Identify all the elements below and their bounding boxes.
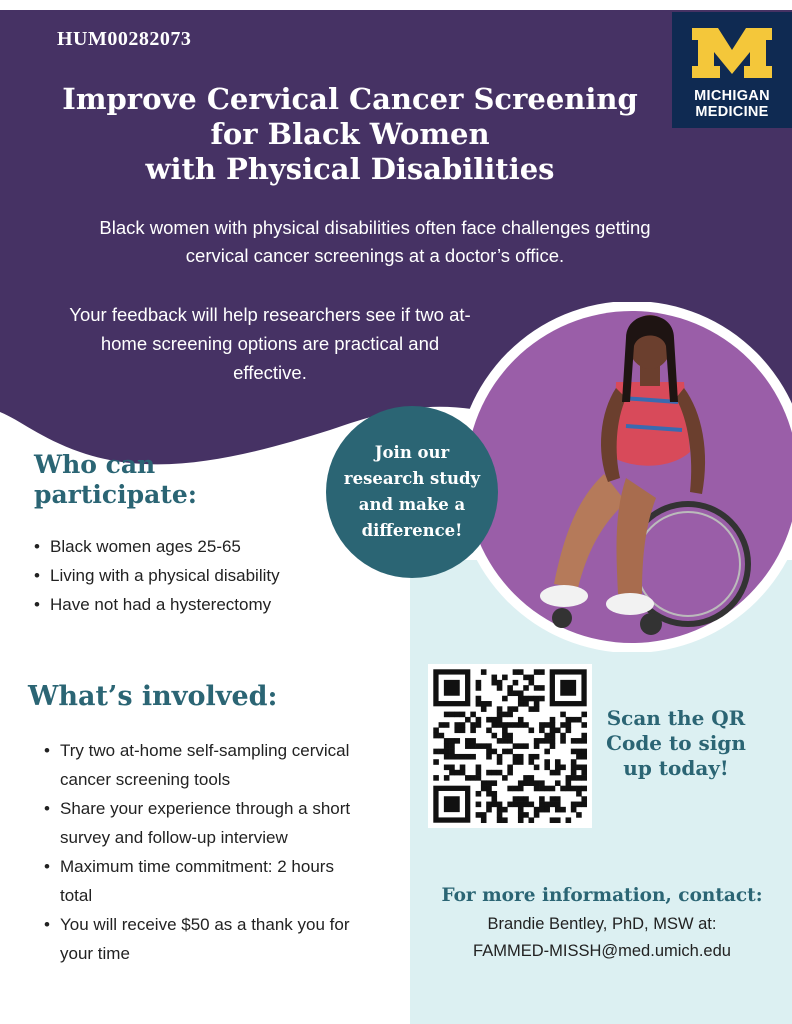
logo-line2: MEDICINE [695,104,769,120]
page-title: Improve Cervical Cancer Screening for Bl… [40,82,660,187]
whats-involved-heading: What’s involved: [28,681,278,712]
list-item: Living with a physical disability [34,561,364,590]
logo-line1: MICHIGAN [694,88,770,104]
contact-email-link[interactable]: FAMMED-MISSH@med.umich.edu [473,942,731,960]
title-line-2: for Black Women [210,117,490,151]
intro-text: Black women with physical disabilities o… [99,217,651,266]
title-line-1: Improve Cervical Cancer Screening [62,82,638,116]
list-item: Black women ages 25-65 [34,532,364,561]
qr-code[interactable] [428,664,592,828]
contact-name: Brandie Bentley, PhD, MSW at: [487,915,717,933]
woman-in-wheelchair-photo [466,302,792,652]
list-item: Share your experience through a short su… [44,794,364,852]
join-study-callout: Join our research study and make a diffe… [326,406,498,578]
scan-qr-text: Scan the QR Code to sign up today! [606,706,746,780]
michigan-medicine-logo: MICHIGAN MEDICINE [672,12,792,128]
list-item: Have not had a hysterectomy [34,590,364,619]
contact-heading: For more information, contact: [441,885,763,906]
list-item: Maximum time commitment: 2 hours total [44,852,364,910]
who-can-participate-heading: Who can participate: [34,450,197,509]
eligibility-list: Black women ages 25-65 Living with a phy… [34,532,364,619]
study-id: HUM00282073 [57,28,192,50]
feedback-text: Your feedback will help researchers see … [69,304,471,383]
title-line-3: with Physical Disabilities [145,152,555,186]
list-item: Try two at-home self-sampling cervical c… [44,736,364,794]
list-item: You will receive $50 as a thank you for … [44,910,364,968]
block-m-icon [692,28,772,78]
involvement-list: Try two at-home self-sampling cervical c… [44,736,364,968]
